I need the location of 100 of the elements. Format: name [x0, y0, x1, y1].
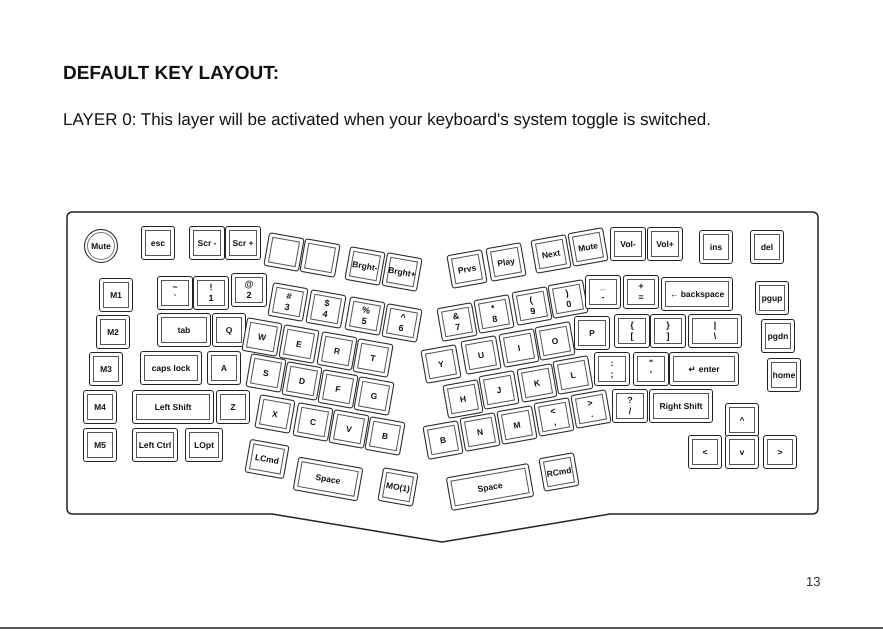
key-legend: del	[760, 242, 774, 252]
keycap	[725, 403, 759, 437]
key-legend: ]	[666, 331, 670, 342]
keycap	[725, 435, 759, 469]
keycap	[516, 363, 558, 403]
key-legend: LCmd	[254, 452, 280, 466]
key-legend: 1	[208, 293, 214, 304]
key-legend: tab	[178, 326, 190, 334]
key-legend: pgdn	[768, 332, 788, 340]
keycap	[267, 282, 309, 322]
key-legend: Next	[541, 248, 561, 260]
key-legend: Space	[314, 472, 342, 486]
keycap	[241, 317, 283, 357]
keycap	[263, 232, 305, 272]
key-legend: ^	[740, 416, 744, 424]
key-legend: }	[666, 320, 670, 331]
key-legend: >	[586, 398, 594, 410]
key-legend: E	[295, 339, 303, 349]
key-legend: esc	[150, 238, 166, 248]
key-legend: M	[512, 420, 522, 430]
key-legend: |	[714, 320, 716, 331]
keycap	[761, 319, 795, 353]
key-legend: -	[602, 292, 604, 303]
key-legend: D	[298, 376, 306, 386]
key-legend: (	[528, 294, 534, 306]
key-legend: L	[570, 370, 576, 380]
key-legend: home	[772, 370, 796, 380]
keycap	[533, 397, 575, 437]
keycap	[207, 351, 241, 385]
key-legend: Prvs	[457, 262, 477, 276]
keycap	[594, 352, 630, 386]
key-legend: Brght-	[352, 259, 378, 273]
keycap	[305, 289, 347, 329]
keycap	[669, 352, 739, 386]
keycap	[193, 276, 229, 310]
key-legend: LOpt	[194, 440, 214, 450]
keycap	[459, 412, 501, 452]
keycap	[212, 313, 246, 347]
key-legend: RCmd	[546, 465, 572, 479]
key-legend: :	[610, 358, 614, 369]
key-legend: F	[334, 384, 342, 394]
key-legend: 8	[492, 314, 498, 326]
key-legend: /	[628, 406, 632, 417]
key-legend: M5	[94, 440, 106, 450]
key-legend: 3	[284, 302, 290, 314]
key-legend: V	[345, 424, 353, 434]
keycap	[585, 275, 621, 309]
key-legend: caps lock	[152, 364, 190, 372]
keycap	[574, 316, 610, 350]
keycap	[688, 435, 722, 469]
key-legend: %	[361, 304, 371, 317]
keycap	[442, 379, 484, 419]
keycap	[89, 352, 123, 386]
keycap	[281, 361, 323, 401]
key-legend: ~	[172, 282, 178, 293]
keycap	[328, 409, 370, 449]
key-legend: R	[333, 346, 341, 356]
key-legend: 6	[398, 322, 404, 334]
key-legend: H	[459, 394, 467, 404]
keycap	[755, 281, 789, 315]
key-legend: .	[590, 408, 594, 420]
key-legend: P	[589, 328, 595, 338]
keycap	[767, 358, 801, 392]
key-legend: ins	[710, 242, 722, 252]
keycap	[567, 227, 609, 267]
key-legend: A	[220, 364, 228, 372]
keycap	[614, 314, 650, 348]
keycap	[189, 226, 225, 260]
keycap	[623, 275, 659, 309]
key-legend: G	[370, 391, 378, 401]
key-legend: 2	[246, 290, 252, 301]
key-legend: K	[533, 378, 541, 388]
key-legend: Left Ctrl	[138, 440, 172, 450]
key-legend: I	[517, 343, 521, 353]
keycap	[132, 390, 214, 424]
keycap	[534, 321, 576, 361]
keycap	[420, 344, 462, 384]
key-legend: Q	[226, 326, 232, 334]
keycap	[317, 369, 359, 409]
key-legend: $	[324, 298, 330, 310]
keycap	[763, 435, 797, 469]
intro-paragraph: LAYER 0: This layer will be activated when your keyboard's system toggle is switched.	[63, 109, 712, 131]
keycap	[352, 338, 394, 378]
rotary-knob	[84, 229, 118, 263]
key-legend: '	[650, 369, 652, 380]
keycap	[83, 390, 117, 424]
keycap	[552, 355, 594, 395]
key-legend: ^	[399, 312, 406, 324]
key-legend: ,	[552, 416, 558, 428]
key-legend: ↵ enter	[688, 364, 720, 374]
key-legend: 0	[566, 298, 572, 310]
key-legend: Space	[476, 480, 504, 494]
key-legend: *	[490, 302, 496, 314]
key-legend: J	[496, 385, 502, 395]
key-legend: !	[210, 282, 212, 293]
key-legend: M3	[100, 364, 112, 374]
keycap	[231, 273, 267, 307]
key-legend: Left Shift	[154, 402, 192, 412]
keycap	[344, 296, 386, 336]
key-legend: B	[381, 431, 389, 441]
